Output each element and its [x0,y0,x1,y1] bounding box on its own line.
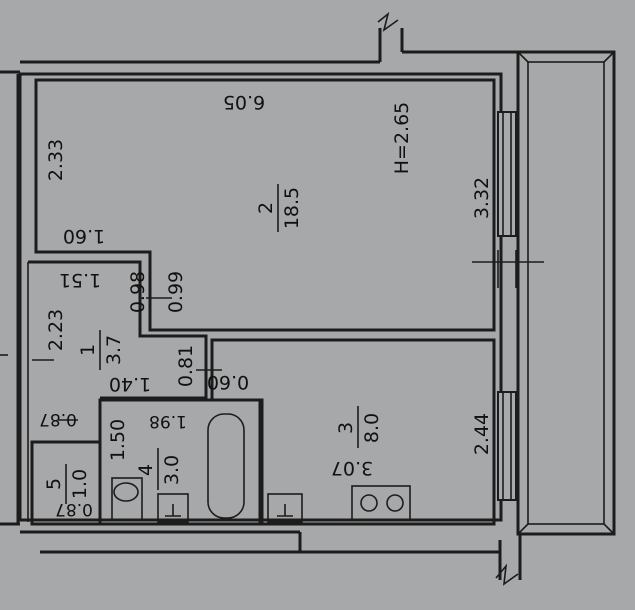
sink-tap [165,504,181,517]
balcony-corner [603,51,615,63]
break-mark-bottom [495,563,519,586]
dim-room2-length: 6.05 [223,91,265,113]
room-1-number: 1 [77,344,99,356]
room-2-outline [34,78,496,332]
hall-outline [28,260,208,400]
kitchen-sink [267,493,303,523]
room-5-number: 5 [43,478,65,490]
dim-hall-bottom: 1.40 [109,373,151,395]
stove [351,485,411,521]
room-3-number: 3 [335,422,357,434]
room-5-area: 1.0 [69,469,91,499]
toilet-bowl [113,482,139,502]
toilet-tank [111,477,143,521]
height-label: H=2.65 [391,102,413,175]
dim-wc-bottom: 0.87 [55,499,93,519]
room-4-area: 3.0 [161,455,183,485]
kitchen-sink-tap [277,504,293,517]
burner [360,494,378,512]
balcony-inner [527,61,605,525]
dim-room2-right: 3.32 [471,177,493,219]
dim-bath-width: 1.50 [107,419,129,461]
dim-hall-step-b: 0.99 [165,271,187,313]
dim-hall-step-a: 0.98 [127,271,149,313]
wc-outline [30,440,102,526]
dim-room2-bottom-left: 1.60 [63,225,105,247]
dim-kitchen-side: 2.44 [471,413,493,455]
dim-hall-width: 1.51 [59,269,101,291]
room-2-area: 18.5 [281,187,303,229]
window-kitchen [497,391,517,501]
balcony-corner [603,523,615,535]
dim-hall-mid: 0.81 [175,345,197,387]
dim-kitchen-length: 3.07 [331,457,373,479]
room-3-area: 8.0 [361,413,383,443]
room-1-area: 3.7 [103,335,125,365]
dim-bath-length: 1.98 [149,411,187,431]
bathtub [207,413,245,519]
dim-room2-left: 2.33 [45,139,67,181]
balcony-corner [517,51,529,63]
dim-wc-top: 0.87 [39,409,77,429]
dim-hall-left: 2.23 [45,309,67,351]
sink [157,493,189,523]
window-room2 [497,111,517,237]
room-4-number: 4 [135,464,157,476]
balcony-corner [517,523,529,535]
break-mark-top [377,11,399,32]
burner [386,494,404,512]
balcony-outer [516,50,616,536]
room-2-number: 2 [255,202,277,214]
dim-kitchen-door: 0.60 [207,371,249,393]
